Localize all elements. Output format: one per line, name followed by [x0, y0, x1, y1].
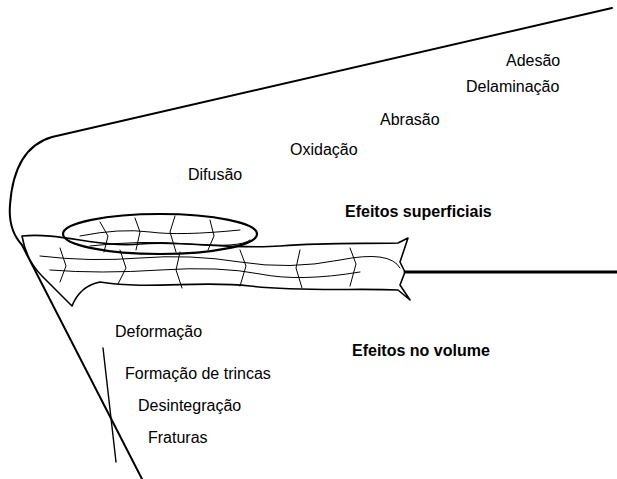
effect-label: Formação de trincas	[125, 365, 271, 383]
cracks	[40, 216, 400, 288]
edge-line	[405, 271, 617, 274]
volume-bracket-line	[103, 348, 116, 462]
effect-label: Oxidação	[290, 141, 358, 159]
effect-label: Fraturas	[148, 429, 208, 447]
effect-label: Abrasão	[380, 111, 440, 129]
tool-outline	[10, 8, 612, 479]
crater	[63, 214, 257, 254]
group-heading: Efeitos superficiais	[345, 203, 492, 221]
effect-label: Adesão	[506, 52, 560, 70]
effect-label: Delaminação	[466, 78, 559, 96]
effect-label: Deformação	[115, 323, 202, 341]
effect-label: Desintegração	[138, 397, 241, 415]
group-heading: Efeitos no volume	[352, 342, 490, 360]
effect-label: Difusão	[188, 166, 242, 184]
